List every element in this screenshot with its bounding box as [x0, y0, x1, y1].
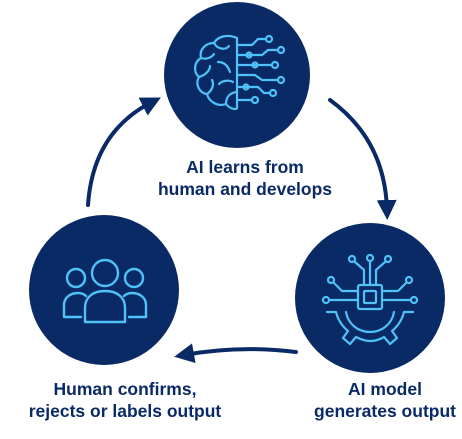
node-label-left-line-1: Human confirms,	[53, 379, 197, 399]
node-label-left-line-2: rejects or labels output	[28, 401, 222, 421]
node-label-right-line-1: AI model	[348, 379, 422, 399]
node-label-top-line-2: human and develops	[157, 179, 333, 199]
brain-circuit-icon	[194, 34, 286, 111]
node-label-top: AI learns from human and develops	[140, 156, 350, 200]
arrow-right-to-left	[174, 343, 298, 364]
arrow-left-to-top	[86, 97, 161, 207]
node-label-right-line-2: generates output	[314, 401, 456, 421]
people-group-icon	[62, 258, 148, 324]
arrow-top-to-right	[328, 98, 397, 220]
node-label-right: AI model generates output	[305, 378, 462, 422]
node-label-left: Human confirms, rejects or labels output	[0, 378, 250, 422]
chip-gear-icon	[321, 253, 419, 346]
node-label-top-line-1: AI learns from	[186, 157, 304, 177]
node-circle-right	[295, 223, 445, 373]
